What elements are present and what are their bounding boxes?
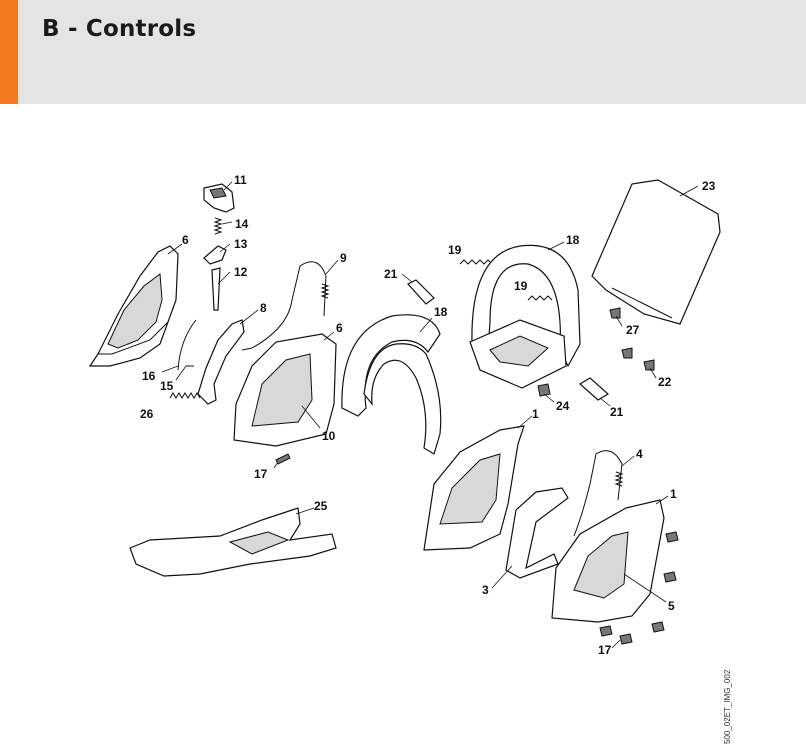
- part-9-cable: [241, 261, 330, 351]
- label-19-upper: 19: [448, 243, 462, 257]
- part-13-latch: [203, 245, 227, 265]
- part-5-screw-c: [665, 531, 679, 543]
- label-8: 8: [260, 301, 267, 315]
- part-18-bumper: [341, 314, 442, 455]
- part-6-handle-shell: [233, 333, 337, 447]
- exploded-parts-diagram: 11 14 13 12 6 9 8 16 15 26 6 10 17 19 18…: [0, 104, 806, 756]
- part-8-lever: [197, 319, 245, 405]
- part-19-spring-upper: [459, 259, 493, 265]
- part-4-cable: [573, 450, 624, 537]
- part-23-cover: [591, 179, 721, 325]
- label-12: 12: [234, 265, 248, 279]
- label-22: 22: [658, 375, 672, 389]
- part-11-cap: [203, 183, 235, 213]
- part-5-screw-b: [663, 571, 677, 583]
- page-header: B - Controls: [0, 0, 806, 104]
- label-17-right: 17: [598, 643, 612, 657]
- part-1-handle-shell: [551, 499, 665, 623]
- part-number-labels: 11 14 13 12 6 9 8 16 15 26 6 10 17 19 18…: [140, 173, 716, 657]
- image-code: 500_02ET_IMG_002: [723, 669, 732, 744]
- part-21-sleeve-right: [578, 377, 610, 401]
- label-10: 10: [322, 429, 336, 443]
- part-21-sleeve-left: [407, 279, 435, 305]
- label-16: 16: [142, 369, 156, 383]
- part-3-lever: [505, 487, 569, 579]
- label-25: 25: [314, 499, 328, 513]
- part-24-screw: [537, 383, 551, 397]
- label-5: 5: [668, 599, 675, 613]
- part-6-handle-left: [88, 245, 179, 367]
- part-26-spring: [169, 392, 201, 399]
- label-1-right: 1: [670, 487, 677, 501]
- label-21-right: 21: [610, 405, 624, 419]
- label-14: 14: [235, 217, 249, 231]
- parts-drawing: 11 14 13 12 6 9 8 16 15 26 6 10 17 19 18…: [88, 173, 721, 657]
- label-26: 26: [140, 407, 154, 421]
- part-22-screw-a: [621, 347, 633, 359]
- part-14-spring: [213, 217, 223, 235]
- label-27: 27: [626, 323, 640, 337]
- label-9: 9: [340, 251, 347, 265]
- part-25-base-handle: [129, 507, 337, 577]
- label-11: 11: [234, 173, 247, 187]
- accent-bar: [0, 0, 18, 104]
- label-6-mid: 6: [336, 321, 343, 335]
- label-24: 24: [556, 399, 570, 413]
- part-5-screw-a: [651, 621, 665, 633]
- part-18-loop-handle: [469, 244, 581, 389]
- part-27-screw: [609, 307, 621, 319]
- label-18-loop: 18: [566, 233, 580, 247]
- label-3: 3: [482, 583, 489, 597]
- part-16-spring-blade: [177, 319, 197, 371]
- label-6-left: 6: [182, 233, 189, 247]
- part-17-screw-right-a: [599, 625, 613, 637]
- label-4: 4: [636, 447, 643, 461]
- label-13: 13: [234, 237, 248, 251]
- page-title: B - Controls: [42, 16, 197, 42]
- label-18-bumper: 18: [434, 305, 448, 319]
- part-1-handle-right: [423, 425, 525, 551]
- label-15: 15: [160, 379, 174, 393]
- label-21-left: 21: [384, 267, 398, 281]
- part-22-screw-b: [643, 359, 655, 371]
- part-12-rod: [211, 267, 221, 311]
- label-23: 23: [702, 179, 716, 193]
- label-1-upper: 1: [532, 407, 539, 421]
- label-19-lower: 19: [514, 279, 528, 293]
- part-19-spring-lower: [527, 295, 553, 301]
- label-17-left: 17: [254, 467, 268, 481]
- leader-lines: [161, 181, 699, 649]
- part-17-screw-right-b: [619, 633, 633, 645]
